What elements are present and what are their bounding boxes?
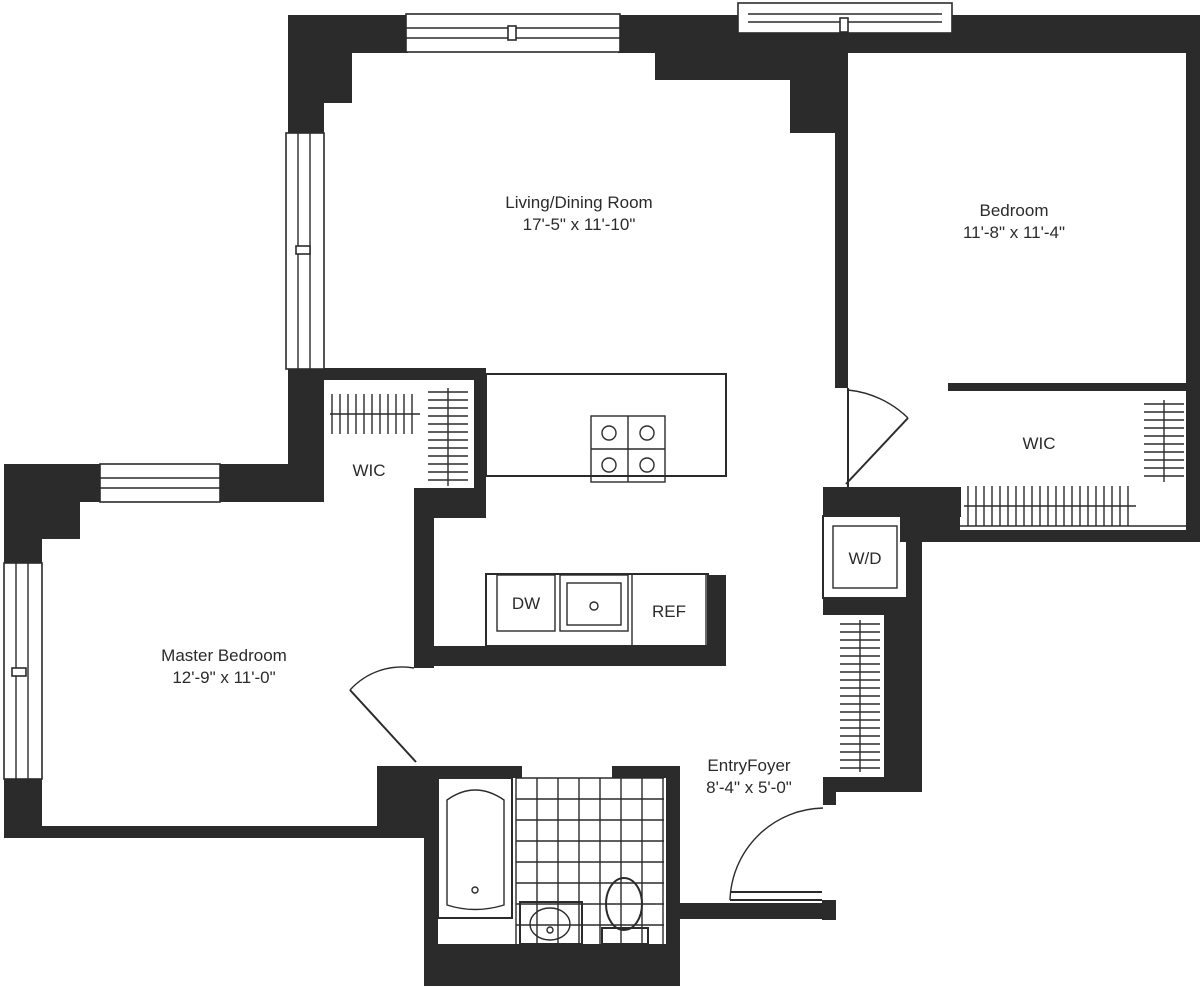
wic-bedroom-shelving [960, 400, 1186, 527]
room-labels: Living/Dining Room 17'-5" x 11'-10" Bedr… [161, 193, 1065, 797]
bathroom [437, 777, 664, 945]
entry-foyer-name: EntryFoyer [707, 756, 790, 775]
master-bedroom-name: Master Bedroom [161, 646, 287, 665]
bedroom-name: Bedroom [980, 201, 1049, 220]
entry-foyer-dims: 8'-4" x 5'-0" [706, 778, 792, 797]
refrigerator-label: REF [652, 602, 686, 621]
walls [4, 15, 1200, 986]
living-room-dims: 17'-5" x 11'-10" [523, 215, 636, 234]
master-bedroom-dims: 12'-9" x 11'-0" [172, 668, 275, 687]
toilet [601, 877, 649, 945]
kitchen-counter [485, 573, 709, 647]
kitchen-island [485, 373, 727, 483]
dishwasher-label: DW [512, 594, 540, 613]
refrigerator [631, 573, 707, 647]
wic-master-label: WIC [352, 461, 385, 480]
bedroom-dims: 11'-8" x 11'-4" [963, 223, 1065, 242]
washer-dryer [822, 515, 908, 599]
bathroom-sink [519, 901, 583, 945]
living-room-name: Living/Dining Room [505, 193, 652, 212]
dishwasher [496, 574, 556, 632]
doors [349, 388, 909, 901]
washer-dryer-label: W/D [848, 549, 881, 568]
windows [3, 2, 953, 780]
wic-bedroom-label: WIC [1022, 434, 1055, 453]
sink [559, 574, 629, 632]
wic-master-shelving [330, 388, 468, 486]
foyer-closet-shelving [840, 620, 880, 772]
bathtub [437, 777, 513, 919]
